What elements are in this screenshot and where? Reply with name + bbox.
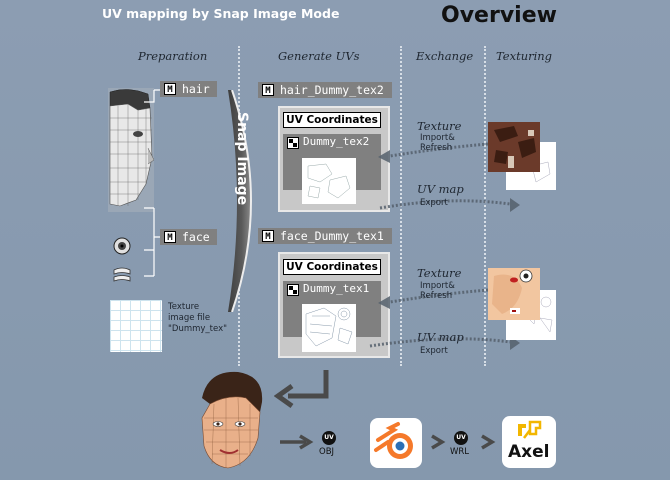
face-import-refresh-label: Import& Refresh (420, 281, 455, 301)
head-model-mesh (108, 88, 154, 212)
material-face-label: face (182, 230, 210, 244)
material-hair-label: hair (182, 82, 210, 96)
uv-badge-obj: UV (322, 431, 336, 445)
axel-logo-icon (518, 420, 542, 439)
dummy-texture-thumbnail (110, 300, 162, 352)
pipeline-arrow-1 (280, 434, 314, 450)
face-export-label: Export (420, 346, 448, 356)
face-material-label: face_Dummy_tex1 (280, 229, 384, 243)
final-head-render (201, 371, 263, 469)
format-obj: OBJ (319, 447, 335, 457)
face-uv-preview (302, 304, 356, 352)
column-preparation: Preparation (138, 49, 208, 63)
hair-import-refresh-label: Import& Refresh (420, 133, 455, 153)
blender-logo-icon (374, 422, 413, 459)
column-exchange: Exchange (416, 49, 474, 63)
texture-icon (287, 284, 299, 296)
exchange-arrows (369, 142, 520, 350)
axel-app-card[interactable]: Axel (502, 416, 556, 468)
hair-material-label: hair_Dummy_tex2 (280, 83, 384, 97)
hair-texture-exchange-label: Texture (417, 119, 462, 133)
material-icon: M (262, 84, 274, 96)
hierarchy-brackets (144, 89, 162, 277)
teeth-part-icon (113, 267, 131, 282)
material-icon: M (164, 231, 176, 243)
face-dummy-tex1-chip[interactable]: M face_Dummy_tex1 (258, 228, 392, 244)
pipeline-chevron (431, 434, 446, 450)
texture-file-note: Texture image file "Dummy_tex" (168, 302, 228, 334)
blender-app-card[interactable] (370, 418, 422, 468)
column-texturing: Texturing (496, 49, 553, 63)
snap-image-shape (228, 90, 252, 312)
face-texture-image (488, 268, 540, 320)
snap-image-label: Snap Image (234, 112, 250, 206)
hair-uv-preview (302, 158, 356, 204)
hair-uv-coordinates-title: UV Coordinates (283, 112, 381, 128)
eye-part-icon (113, 237, 131, 255)
hair-dummy-tex2-chip[interactable]: M hair_Dummy_tex2 (258, 82, 392, 98)
face-uvmap-label: UV map (417, 330, 464, 344)
face-texture-exchange-label: Texture (417, 266, 462, 280)
axel-wordmark: Axel (508, 442, 550, 462)
separator-3 (484, 46, 486, 366)
face-uv-coordinates-title: UV Coordinates (283, 259, 381, 275)
material-hair-chip[interactable]: M hair (160, 81, 217, 97)
return-arrow-icon (274, 370, 329, 409)
format-wrl: WRL (450, 447, 470, 457)
material-icon: M (262, 230, 274, 242)
column-generate-uvs: Generate UVs (278, 49, 360, 63)
hair-export-label: Export (420, 198, 448, 208)
texture-icon (287, 137, 299, 149)
material-face-chip[interactable]: M face (160, 229, 217, 245)
hair-uvmap-label: UV map (417, 182, 464, 196)
overview-heading: Overview (441, 3, 557, 28)
hair-texture-image (488, 122, 540, 172)
pipeline-chevron (481, 434, 496, 450)
hair-texture-label: Dummy_tex2 (303, 135, 370, 148)
face-texture-label: Dummy_tex1 (303, 282, 370, 295)
uv-badge-wrl: UV (454, 431, 468, 445)
material-icon: M (164, 83, 176, 95)
diagram-title: UV mapping by Snap Image Mode (102, 6, 340, 21)
